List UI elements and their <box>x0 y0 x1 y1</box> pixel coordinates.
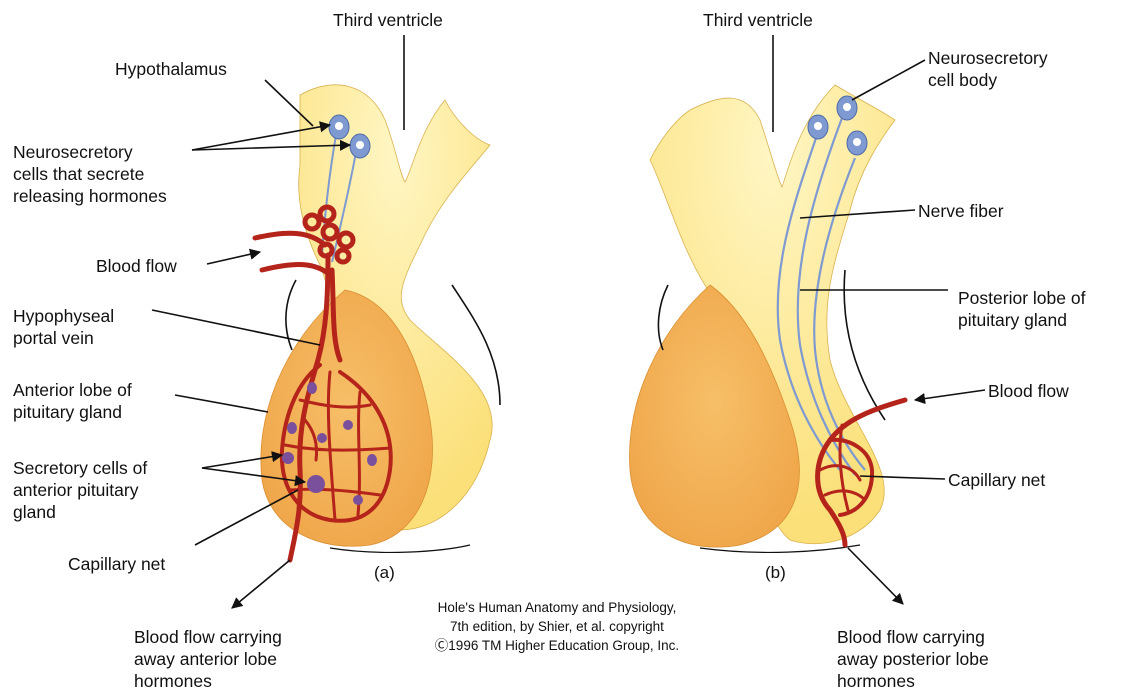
label-blood-flow-a: Blood flow <box>96 255 177 277</box>
label-nerve-fiber: Nerve fiber <box>918 200 1004 222</box>
caption-a: (a) <box>374 562 395 584</box>
label-neurosecretory-cell-body: Neurosecretory cell body <box>928 47 1048 91</box>
panel-b-outline-right <box>844 270 885 420</box>
label-blood-flow-out-b: Blood flow carrying away posterior lobe … <box>837 626 989 692</box>
caption-b: (b) <box>765 562 786 584</box>
label-neurosecretory-cells: Neurosecretory cells that secrete releas… <box>13 141 167 207</box>
label-capillary-net-a: Capillary net <box>68 553 165 575</box>
label-anterior-lobe: Anterior lobe of pituitary gland <box>13 379 132 423</box>
label-hypothalamus: Hypothalamus <box>115 58 227 80</box>
panel-b-artwork <box>630 35 985 604</box>
label-hypophyseal-portal-vein: Hypophyseal portal vein <box>13 305 114 349</box>
copyright-credit: Hole's Human Anatomy and Physiology, 7th… <box>392 598 722 655</box>
label-capillary-net-b: Capillary net <box>948 469 1045 491</box>
label-blood-flow-b: Blood flow <box>988 380 1069 402</box>
label-blood-flow-out-a: Blood flow carrying away anterior lobe h… <box>134 626 282 692</box>
label-third-ventricle-b: Third ventricle <box>703 9 813 31</box>
panel-a-artwork <box>152 35 500 608</box>
label-posterior-lobe: Posterior lobe of pituitary gland <box>958 287 1085 331</box>
label-secretory-cells: Secretory cells of anterior pituitary gl… <box>13 457 147 523</box>
label-third-ventricle-a: Third ventricle <box>333 9 443 31</box>
